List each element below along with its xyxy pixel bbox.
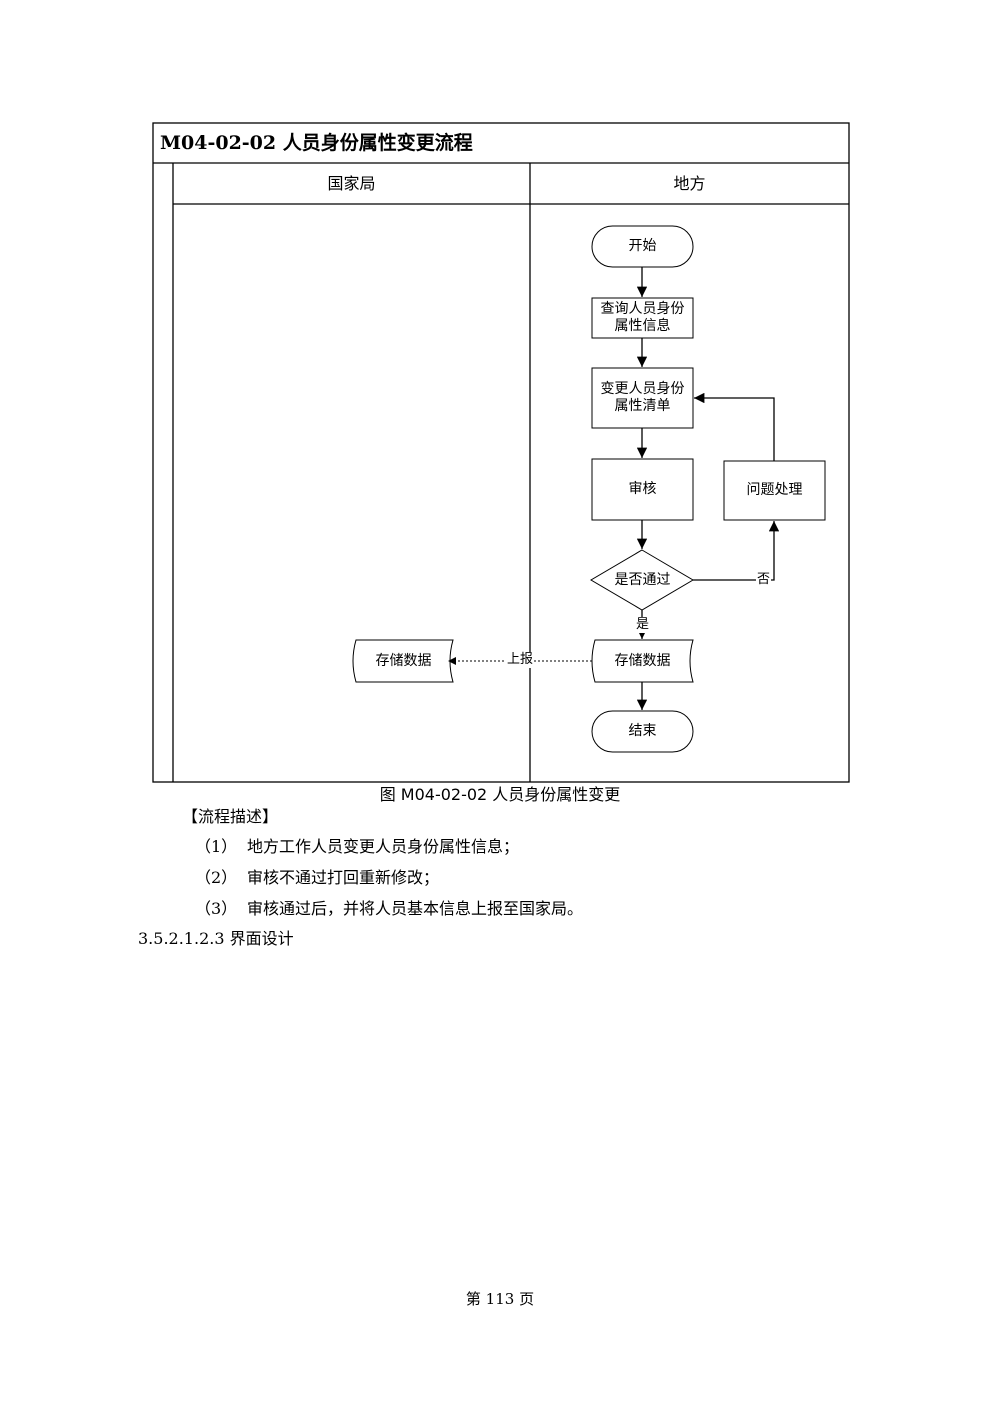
edge-label-no: 否 [756, 572, 772, 588]
decision-label: 是否通过 [614, 571, 671, 588]
figure-caption: 图 M04-02-02 人员身份属性变更 [379, 785, 621, 804]
review-label: 审核 [628, 481, 657, 497]
step-2: （2） 审核不通过打回重新修改； [195, 867, 439, 889]
lane-local: 地方 [673, 174, 706, 193]
section-title: 【流程描述】 [182, 807, 279, 826]
step-2-text: 审核不通过打回重新修改； [247, 868, 440, 887]
step-3-number: （3） [195, 899, 238, 918]
issue-process-box [723, 460, 826, 521]
section-heading: 3.5.2.1.2.3 界面设计 [138, 929, 294, 948]
page-footer: 第 113 页 [465, 1290, 535, 1308]
edge-issue-change [694, 392, 775, 461]
store-local-label: 存储数据 [614, 652, 671, 669]
store-local-shape [591, 639, 694, 683]
end-label: 结束 [628, 723, 657, 739]
edge-label-report: 上报 [506, 652, 535, 668]
flowchart-canvas [152, 122, 850, 783]
step-3-text: 审核通过后，并将人员基本信息上报至国家局。 [247, 899, 584, 918]
end-terminal [591, 710, 694, 753]
step-1-number: （1） [195, 837, 238, 856]
step-3: （3） 审核通过后，并将人员基本信息上报至国家局。 [195, 898, 583, 920]
edge-label-yes: 是 [635, 617, 651, 633]
diagram-frame [152, 122, 850, 783]
store-national-label: 存储数据 [375, 652, 432, 669]
change-process-box [591, 367, 694, 429]
review-process-box [591, 458, 694, 521]
start-label: 开始 [628, 238, 657, 254]
lane-national: 国家局 [327, 174, 376, 193]
store-national-shape [352, 639, 454, 683]
change-label: 变更人员身份属性清单 [600, 381, 685, 414]
issue-label: 问题处理 [746, 482, 803, 498]
step-1: （1） 地方工作人员变更人员身份属性信息； [195, 836, 519, 858]
step-2-number: （2） [195, 868, 238, 887]
flowchart: M04-02-02 人员身份属性变更流程 国家局 地方 开始 查询人员身份属性信… [152, 122, 850, 783]
edge-decision-no [693, 521, 780, 581]
query-label: 查询人员身份属性信息 [600, 301, 685, 334]
step-1-text: 地方工作人员变更人员身份属性信息； [247, 837, 520, 856]
flowchart-title: M04-02-02 人员身份属性变更流程 [160, 132, 473, 154]
